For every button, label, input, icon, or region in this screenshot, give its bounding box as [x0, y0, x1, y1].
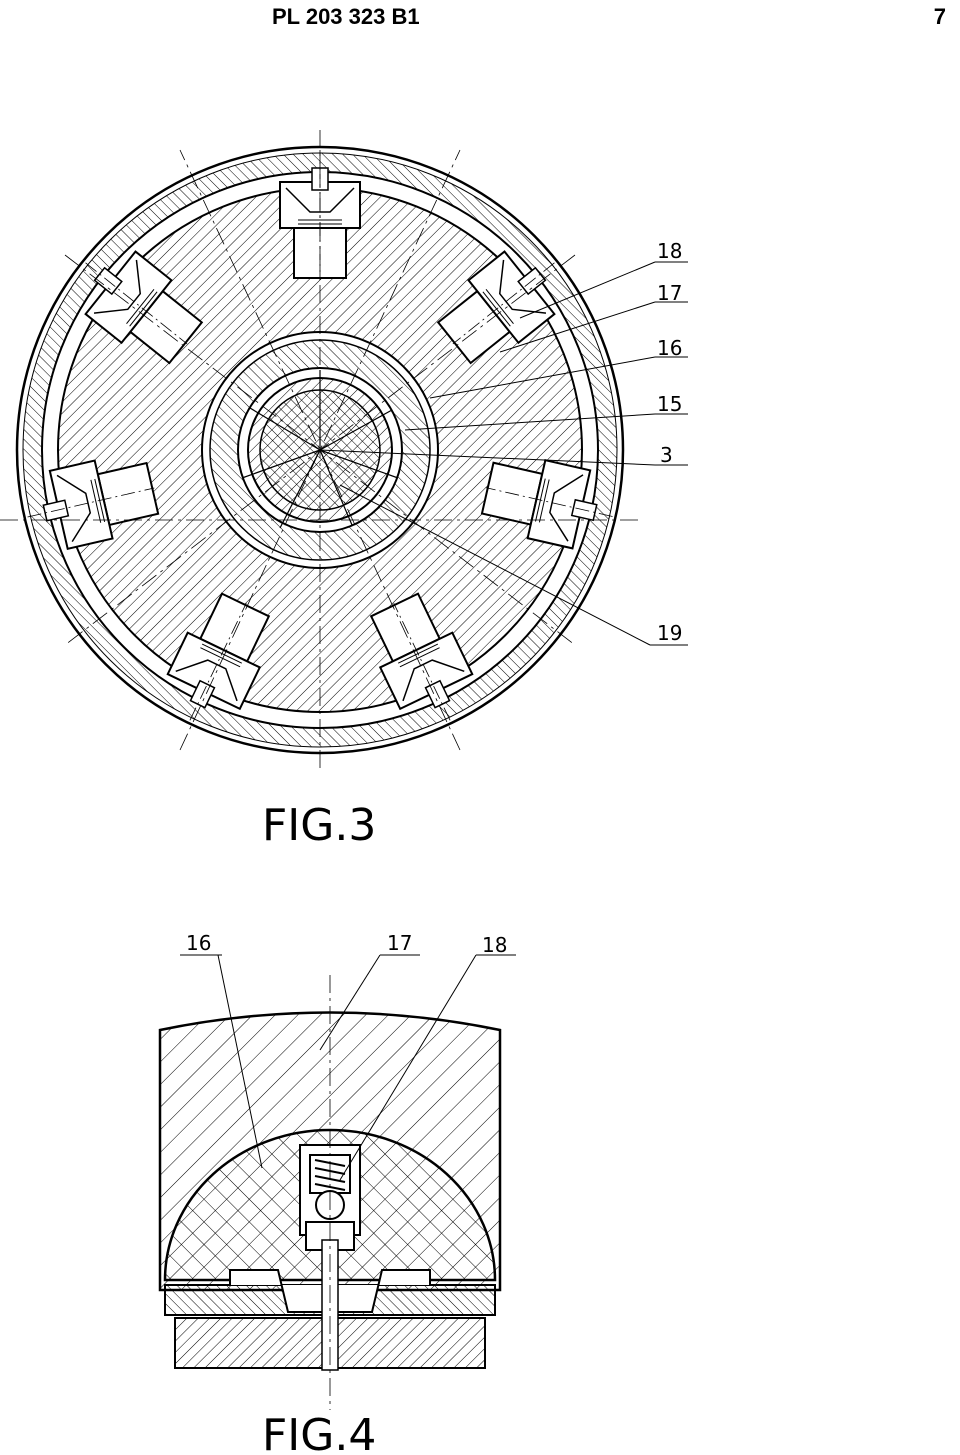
fig3-callout-17: 17	[657, 281, 682, 305]
fig3-callout-18: 18	[657, 239, 682, 263]
fig3-callout-16: 16	[657, 336, 682, 360]
figure-3-drawing	[0, 130, 688, 770]
fig4-callout-18: 18	[482, 933, 507, 957]
figure-3-caption: FIG.3	[262, 800, 376, 851]
fig3-callout-3: 3	[660, 443, 673, 467]
fig4-callout-16: 16	[186, 931, 211, 955]
figure-4-drawing	[158, 954, 516, 1410]
figure-4-caption: FIG.4	[262, 1410, 376, 1455]
fig3-callout-19: 19	[657, 621, 682, 645]
page-number: 7	[933, 4, 946, 29]
fig4-callout-17: 17	[387, 931, 412, 955]
patent-number: PL 203 323 B1	[272, 4, 420, 29]
fig3-callout-15: 15	[657, 392, 682, 416]
